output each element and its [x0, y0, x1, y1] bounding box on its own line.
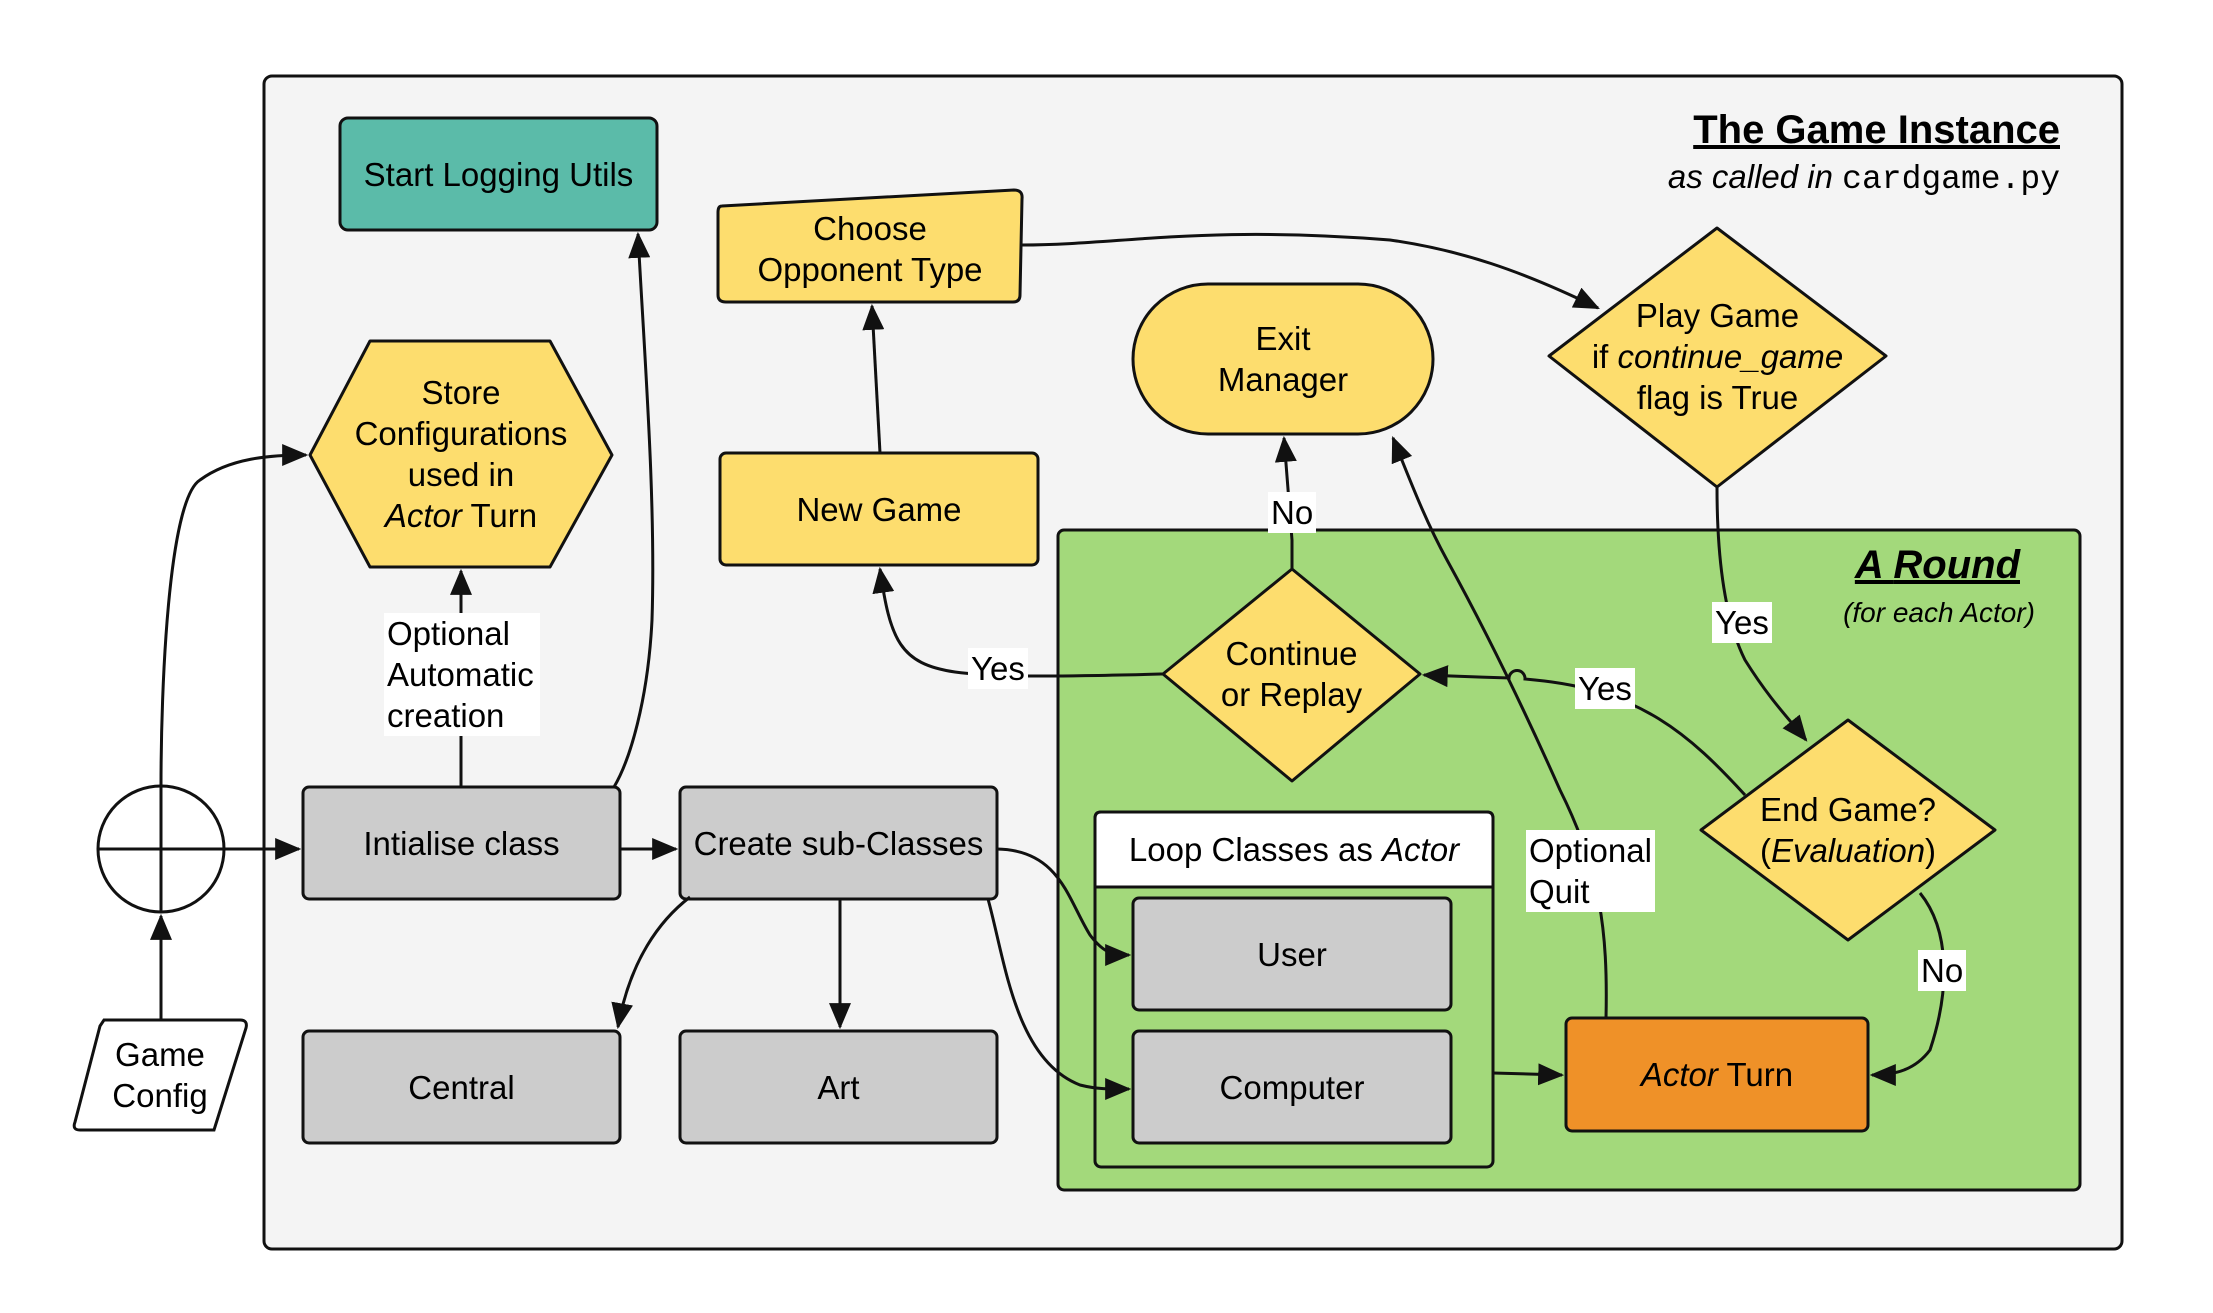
game-config-shape	[72, 1018, 248, 1132]
loop-classes-label: Loop Classes as Actor	[1095, 812, 1493, 887]
edge-label-optional-quit: Optional Quit	[1526, 830, 1655, 912]
loop-classes-prefix: Loop Classes as	[1128, 831, 1383, 868]
store-config-turn: Turn	[461, 497, 538, 534]
exit-manager-shape	[1131, 282, 1435, 436]
start-logging-label: Start Logging Utils	[363, 155, 634, 193]
exit-manager-label: Exit Manager	[1217, 320, 1349, 398]
end-game-eval: Evaluation	[1770, 832, 1926, 869]
edge-label-no-end: No	[1918, 950, 1967, 991]
choose-opponent-shape	[716, 188, 1024, 304]
play-game-if: if	[1591, 337, 1618, 375]
new-game-label: New Game	[796, 490, 962, 528]
edge-continue-to-newgame	[872, 566, 1164, 678]
edge-choose-to-play	[1021, 232, 1600, 310]
edge-loop-to-actor-turn	[1492, 1063, 1565, 1086]
subtitle-prefix: as called in	[1667, 158, 1843, 195]
edge-label-yes-play: Yes	[1712, 602, 1772, 643]
round-title: A Round	[1750, 543, 2020, 588]
subtitle-code: cardgame.py	[1842, 161, 2060, 198]
loop-classes-header	[1093, 810, 1495, 889]
play-game-label: Play Game if continue_game flag is True	[1549, 290, 1886, 422]
loop-classes-actor: Actor	[1382, 831, 1460, 868]
edge-end-to-continue	[1421, 665, 1747, 797]
central-shape	[301, 1029, 622, 1145]
actor-turn-actor: Actor	[1640, 1056, 1718, 1093]
end-game-label: End Game? (Evaluation)	[1701, 780, 1995, 880]
actor-turn-label: Actor Turn	[1566, 1018, 1868, 1131]
end-game-line1: End Game?	[1759, 791, 1937, 828]
edge-label-optional-automatic: Optional Automatic creation	[384, 613, 540, 736]
continue-replay-shape	[1161, 567, 1422, 783]
edge-initialise-to-logging	[612, 231, 655, 788]
start-logging-shape	[338, 116, 659, 232]
continue-replay-label: Continue or Replay	[1220, 635, 1363, 713]
edge-end-to-actor-turn	[1869, 892, 1946, 1086]
create-subclasses-label: Create sub-Classes	[693, 824, 984, 862]
store-config-actor: Actor	[384, 497, 462, 534]
end-game-line2: (Evaluation)	[1760, 830, 1936, 871]
diagram-title: The Game Instance	[1693, 108, 2060, 152]
diagram-subtitle: as called in cardgame.py	[1570, 158, 2060, 198]
store-config-label: Store Configurations used in Actor Turn	[310, 341, 612, 567]
edge-label-no-exit: No	[1268, 492, 1317, 533]
actor-turn-word: Turn	[1717, 1056, 1794, 1093]
end-game-open: (	[1759, 832, 1771, 869]
edge-create-to-central	[611, 895, 691, 1030]
store-config-actor-line: Actor Turn	[385, 495, 537, 536]
store-config-text: Store Configurations used in	[354, 374, 568, 493]
user-label: User	[1257, 935, 1327, 973]
game-config-label: Game Config	[112, 1036, 208, 1114]
round-subtitle: (for each Actor)	[1843, 597, 2035, 628]
play-game-flag: continue_game	[1617, 337, 1844, 375]
play-game-line3: flag is True	[1636, 378, 1799, 416]
edge-play-to-end	[1715, 486, 1808, 742]
user-shape	[1131, 896, 1453, 1012]
computer-label: Computer	[1219, 1068, 1365, 1106]
play-game-line2: if continue_game	[1592, 336, 1843, 377]
edge-newgame-to-choose	[862, 303, 885, 454]
store-config-shape	[308, 339, 614, 569]
end-game-shape	[1699, 718, 1997, 942]
edge-junction-to-store	[159, 444, 309, 787]
computer-shape	[1131, 1029, 1453, 1145]
round-title-article: A	[1854, 543, 1894, 587]
edge-label-yes-new-game: Yes	[968, 648, 1028, 689]
art-shape	[678, 1029, 999, 1145]
end-game-close: )	[1925, 832, 1937, 869]
edge-continue-to-exit	[1274, 435, 1297, 569]
actor-turn-shape	[1564, 1016, 1870, 1133]
edge-create-to-computer	[986, 898, 1132, 1101]
round-title-word: Round	[1893, 543, 2020, 587]
initialise-class-label: Intialise class	[363, 824, 560, 862]
summing-junction	[96, 784, 226, 914]
edge-create-to-user	[996, 847, 1132, 966]
play-game-line1: Play Game	[1635, 296, 1800, 334]
choose-opponent-label: Choose Opponent Type	[757, 210, 983, 288]
central-label: Central	[408, 1068, 515, 1106]
art-label: Art	[817, 1068, 860, 1106]
edge-label-yes-continue: Yes	[1575, 668, 1635, 709]
